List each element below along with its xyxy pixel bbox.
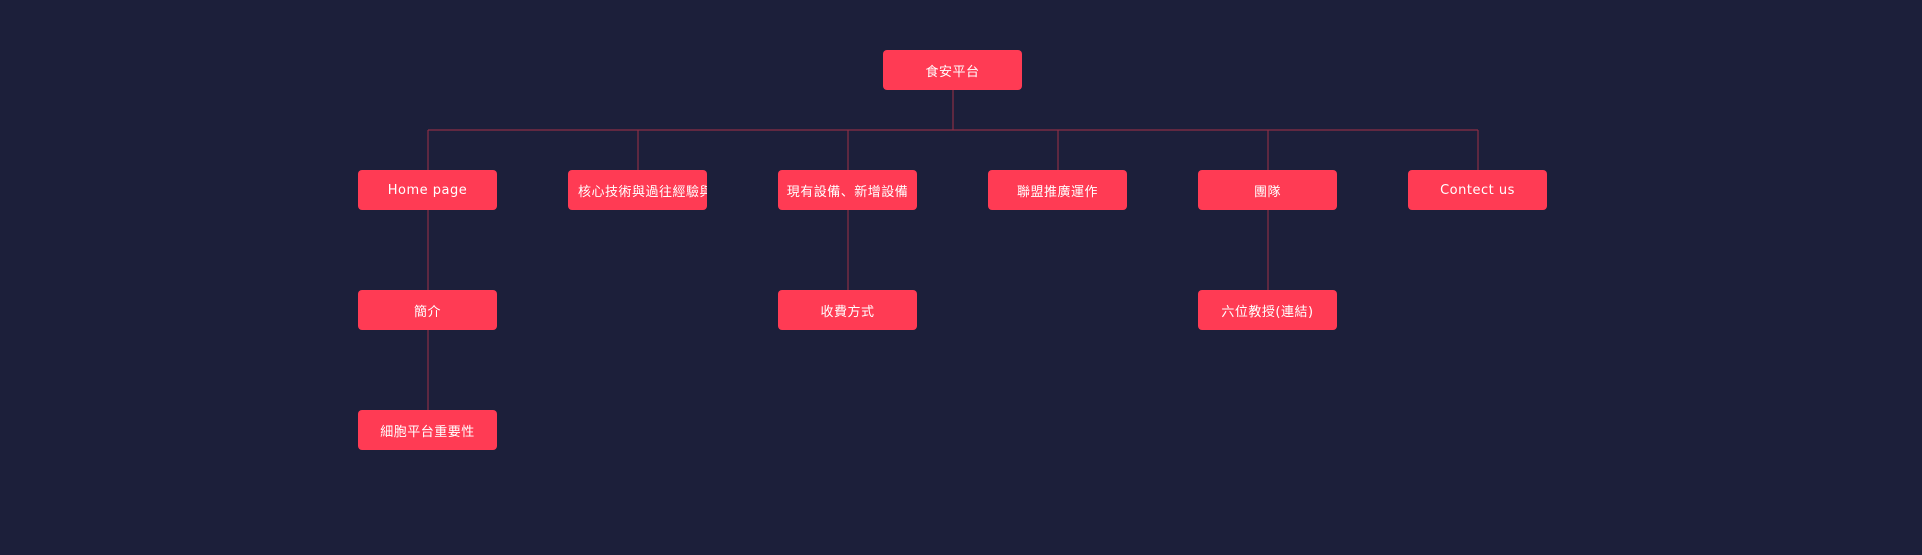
node-intro[interactable]: 簡介: [358, 290, 497, 330]
node-root[interactable]: 食安平台: [883, 50, 1022, 90]
node-professors[interactable]: 六位教授(連結): [1198, 290, 1337, 330]
node-fees[interactable]: 收費方式: [778, 290, 917, 330]
node-core-tech[interactable]: 核心技術與過往經驗與成果: [568, 170, 707, 210]
node-team[interactable]: 團隊: [1198, 170, 1337, 210]
node-cell-platform[interactable]: 細胞平台重要性: [358, 410, 497, 450]
node-contact[interactable]: Contect us: [1408, 170, 1547, 210]
node-home-page[interactable]: Home page: [358, 170, 497, 210]
node-alliance[interactable]: 聯盟推廣運作: [988, 170, 1127, 210]
node-equipment[interactable]: 現有設備、新增設備: [778, 170, 917, 210]
